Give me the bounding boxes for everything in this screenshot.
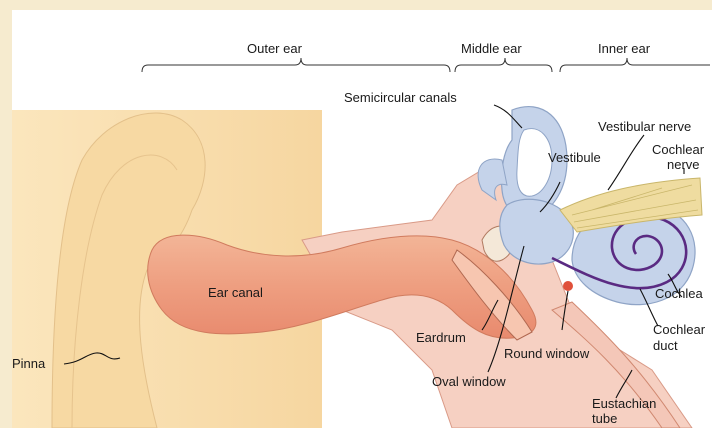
vestibular-nerve-leader [608, 135, 644, 190]
eardrum-label: Eardrum [416, 330, 466, 345]
outer-ear-label: Outer ear [247, 41, 303, 56]
ear-anatomy-figure: Outer ear Middle ear Inner ear Semicircu… [12, 10, 712, 428]
semicircular-canals-label: Semicircular canals [344, 90, 457, 105]
cochlear-nerve-label-line2: nerve [667, 157, 700, 172]
middle-ear-brace [455, 58, 552, 72]
oval-window-label: Oval window [432, 374, 506, 389]
cochlea-label: Cochlea [655, 286, 703, 301]
pinna-label: Pinna [12, 356, 46, 371]
round-window-label: Round window [504, 346, 590, 361]
ear-anatomy-diagram: Outer ear Middle ear Inner ear Semicircu… [12, 10, 712, 428]
vestibular-nerve-label: Vestibular nerve [598, 119, 691, 134]
round-window-mark [563, 281, 573, 291]
ear-canal-label: Ear canal [208, 285, 263, 300]
cochlear-duct-label-line2: duct [653, 338, 678, 353]
eustachian-tube-label-line1: Eustachian [592, 396, 656, 411]
vestibule-label: Vestibule [548, 150, 601, 165]
middle-ear-label: Middle ear [461, 41, 522, 56]
eustachian-tube-label-line2: tube [592, 411, 617, 426]
inner-ear-label: Inner ear [598, 41, 651, 56]
cochlear-duct-label-line1: Cochlear [653, 322, 706, 337]
outer-ear-brace [142, 58, 450, 72]
cochlear-nerve-label-line1: Cochlear [652, 142, 705, 157]
inner-ear-brace [560, 58, 710, 72]
